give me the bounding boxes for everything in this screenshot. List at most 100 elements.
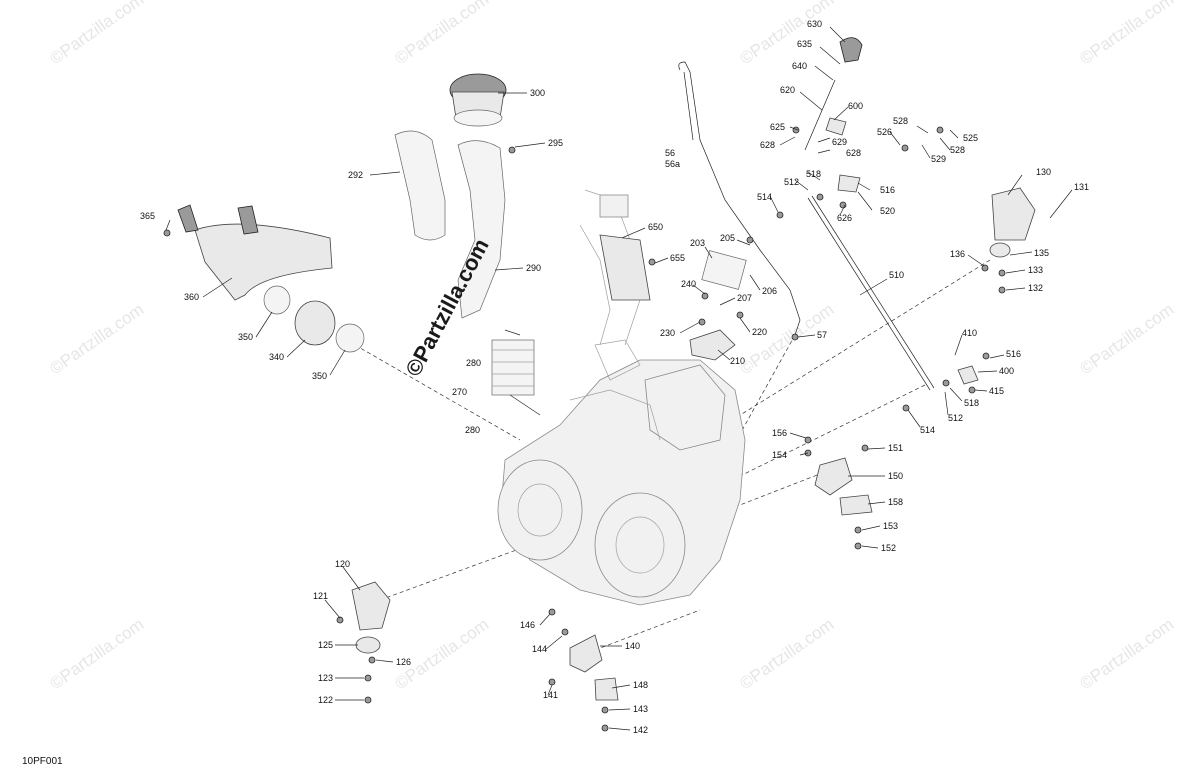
intake-duct-290 bbox=[457, 140, 506, 319]
callout-label: 528 bbox=[950, 145, 965, 155]
callout-label: 126 bbox=[396, 657, 411, 667]
callout-label: 57 bbox=[817, 330, 827, 340]
callout-label: 158 bbox=[888, 497, 903, 507]
diagram-id: 10PF001 bbox=[22, 756, 63, 767]
callout-label: 650 bbox=[648, 222, 663, 232]
callout-label: 365 bbox=[140, 211, 155, 221]
watermark: ©Partzilla.com bbox=[736, 0, 837, 68]
watermark: ©Partzilla.com bbox=[1076, 0, 1177, 68]
callout-label: 133 bbox=[1028, 265, 1043, 275]
callout-label: 130 bbox=[1036, 167, 1051, 177]
callout-label: 56 bbox=[665, 148, 675, 158]
callout-label: 206 bbox=[762, 286, 777, 296]
mount-bracket-150 bbox=[814, 457, 853, 496]
engine-block bbox=[497, 189, 746, 606]
clamp-350-upper bbox=[263, 285, 291, 315]
callout-label: 125 bbox=[318, 640, 333, 650]
callout-label: 152 bbox=[881, 543, 896, 553]
callout-label: 350 bbox=[238, 332, 253, 342]
callout-label: 270 bbox=[452, 387, 467, 397]
air-intake-parts bbox=[177, 73, 541, 416]
callout-label: 529 bbox=[931, 154, 946, 164]
callout-label: 132 bbox=[1028, 283, 1043, 293]
clamp-350-lower bbox=[335, 323, 365, 353]
intake-hose-360 bbox=[194, 223, 333, 301]
callout-label: 154 bbox=[772, 450, 787, 460]
watermark: ©Partzilla.com bbox=[1076, 615, 1177, 694]
hardware-bolts bbox=[163, 126, 1006, 732]
callout-label: 150 bbox=[888, 471, 903, 481]
callout-label: 205 bbox=[720, 233, 735, 243]
callout-label: 292 bbox=[348, 170, 363, 180]
bellows-340 bbox=[294, 300, 336, 346]
callout-label: 156 bbox=[772, 428, 787, 438]
watermark: ©Partzilla.com bbox=[391, 0, 492, 68]
callout-label: 400 bbox=[999, 366, 1014, 376]
callout-label: 136 bbox=[950, 249, 965, 259]
callout-label: 140 bbox=[625, 641, 640, 651]
ecm-bracket-parts bbox=[599, 234, 747, 361]
callout-labels: 630 635 640 620 600 625 628 629 628 528 … bbox=[140, 19, 1089, 735]
callout-label: 629 bbox=[832, 137, 847, 147]
callout-label: 628 bbox=[760, 140, 775, 150]
callout-label: 350 bbox=[312, 371, 327, 381]
callout-label: 207 bbox=[737, 293, 752, 303]
callout-label: 635 bbox=[797, 39, 812, 49]
callout-label: 516 bbox=[1006, 349, 1021, 359]
callout-label: 415 bbox=[989, 386, 1004, 396]
shift-knob bbox=[839, 37, 863, 63]
callout-label: 514 bbox=[920, 425, 935, 435]
watermark: ©Partzilla.com bbox=[46, 0, 147, 68]
callout-label: 151 bbox=[888, 443, 903, 453]
watermark: ©Partzilla.com bbox=[1076, 300, 1177, 379]
callout-label: 135 bbox=[1034, 248, 1049, 258]
intake-duct-292 bbox=[394, 130, 446, 241]
watermark: ©Partzilla.com bbox=[46, 615, 147, 694]
engine-mount-parts bbox=[351, 187, 1036, 701]
dipstick-tube bbox=[678, 61, 801, 336]
callout-label: 340 bbox=[269, 352, 284, 362]
callout-label: 123 bbox=[318, 673, 333, 683]
mount-bracket-130 bbox=[991, 187, 1036, 241]
callout-label: 121 bbox=[313, 591, 328, 601]
callout-label: 142 bbox=[633, 725, 648, 735]
callout-label: 512 bbox=[948, 413, 963, 423]
callout-label: 410 bbox=[962, 328, 977, 338]
watermark: ©Partzilla.com bbox=[46, 300, 147, 379]
shift-linkage-parts bbox=[804, 37, 979, 391]
watermark: ©Partzilla.com bbox=[736, 615, 837, 694]
callout-label: 525 bbox=[963, 133, 978, 143]
callout-label: 512 bbox=[784, 177, 799, 187]
callout-label: 220 bbox=[752, 327, 767, 337]
callout-label: 203 bbox=[690, 238, 705, 248]
callout-label: 625 bbox=[770, 122, 785, 132]
callout-label: 655 bbox=[670, 253, 685, 263]
callout-label: 153 bbox=[883, 521, 898, 531]
callout-label: 528 bbox=[893, 116, 908, 126]
mount-bracket-140 bbox=[569, 634, 603, 673]
callout-label: 526 bbox=[877, 127, 892, 137]
callout-label: 514 bbox=[757, 192, 772, 202]
callout-label: 230 bbox=[660, 328, 675, 338]
callout-label: 295 bbox=[548, 138, 563, 148]
callout-label: 510 bbox=[889, 270, 904, 280]
callout-label: 240 bbox=[681, 279, 696, 289]
callout-label: 640 bbox=[792, 61, 807, 71]
callout-label: 516 bbox=[880, 185, 895, 195]
callout-label: 290 bbox=[526, 263, 541, 273]
callout-label: 148 bbox=[633, 680, 648, 690]
callout-label: 146 bbox=[520, 620, 535, 630]
callout-label: 520 bbox=[880, 206, 895, 216]
callout-label: 620 bbox=[780, 85, 795, 95]
callout-label: 120 bbox=[335, 559, 350, 569]
callout-label: 141 bbox=[543, 690, 558, 700]
mount-bracket-120 bbox=[351, 581, 391, 631]
callout-label: 518 bbox=[806, 169, 821, 179]
callout-label: 280 bbox=[465, 425, 480, 435]
callout-label: 600 bbox=[848, 101, 863, 111]
callout-label: 628 bbox=[846, 148, 861, 158]
callout-label: 360 bbox=[184, 292, 199, 302]
leader-lines bbox=[165, 26, 1073, 731]
callout-label: 280 bbox=[466, 358, 481, 368]
